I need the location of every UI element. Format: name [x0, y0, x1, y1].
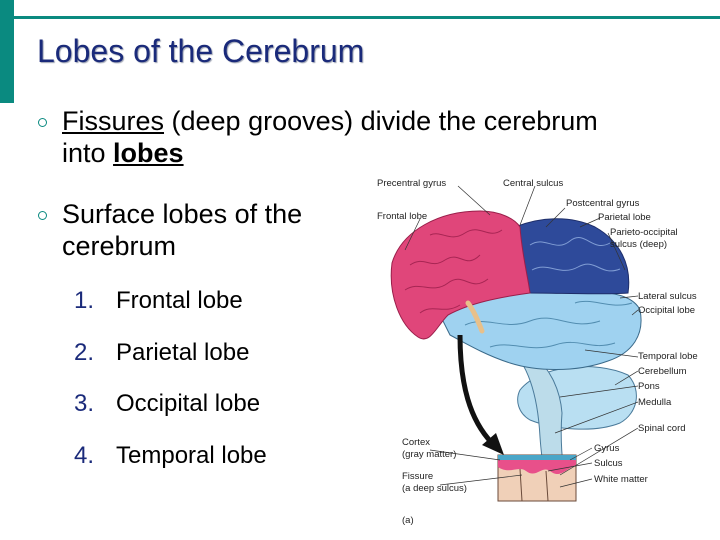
list-number: 4.: [74, 441, 95, 469]
label-frontal-lobe: Frontal lobe: [377, 211, 427, 222]
list-number: 1.: [74, 287, 95, 314]
frontal-gyri: [404, 229, 503, 314]
bullet-icon: [38, 118, 47, 127]
label-medulla: Medulla: [638, 397, 672, 408]
label-parieto-occipital-deep: sulcus (deep): [610, 239, 667, 250]
term-fissures: Fissures: [62, 106, 165, 136]
temporal-gyri: [464, 300, 633, 349]
label-temporal-lobe: Temporal lobe: [638, 351, 698, 362]
cortex-inset: [497, 454, 577, 502]
label-parieto-occipital: Parieto-occipital: [610, 227, 678, 238]
list-label: Parietal lobe: [116, 338, 250, 366]
accent-line: [14, 16, 720, 19]
label-precentral-gyrus: Precentral gyrus: [377, 178, 446, 189]
bullet-fissures: Fissures (deep grooves) divide the cereb…: [38, 105, 622, 169]
list-label: Frontal lobe: [116, 287, 243, 314]
accent-bar: [0, 0, 14, 103]
leader-lines: [404, 185, 639, 488]
label-deep-sulcus: (a deep sulcus): [402, 483, 467, 494]
list-item: 4. Temporal lobe: [74, 440, 267, 492]
bullet-text: Surface lobes of the cerebrum: [62, 199, 303, 261]
bullet-text: (deep grooves) divide the cerebrum into: [62, 106, 598, 168]
list-item: 1. Frontal lobe: [74, 285, 267, 337]
parietal-gyri: [529, 237, 621, 272]
lobe-list: 1. Frontal lobe 2. Parietal lobe 3. Occipit…: [74, 285, 267, 491]
label-parietal-lobe: Parietal lobe: [598, 212, 651, 223]
term-lobes: lobes: [113, 138, 184, 168]
brain-figure: Precentral gyrus Central sulcus Postcent…: [377, 178, 698, 526]
list-item: 2. Parietal lobe: [74, 337, 267, 389]
arrow-head: [482, 433, 504, 455]
label-white-matter: White matter: [594, 474, 648, 485]
bullet-surface-lobes: Surface lobes of the cerebrum: [38, 198, 362, 262]
label-postcentral-gyrus: Postcentral gyrus: [566, 198, 640, 209]
label-lateral-sulcus: Lateral sulcus: [638, 291, 697, 302]
list-label: Temporal lobe: [116, 441, 267, 469]
label-fissure: Fissure: [402, 471, 433, 482]
arrow-to-inset: [457, 334, 494, 445]
label-cortex: Cortex: [402, 437, 430, 448]
label-cerebellum: Cerebellum: [638, 366, 687, 377]
label-central-sulcus: Central sulcus: [503, 178, 563, 189]
label-gyrus: Gyrus: [594, 443, 620, 454]
frontal-shape: [390, 210, 531, 340]
list-number: 3.: [74, 390, 95, 417]
bullet-icon: [38, 211, 47, 220]
label-panel-a: (a): [402, 515, 414, 526]
label-spinal-cord: Spinal cord: [638, 423, 686, 434]
list-label: Occipital lobe: [116, 390, 261, 417]
label-sulcus: Sulcus: [594, 458, 623, 469]
list-item: 3. Occipital lobe: [74, 388, 267, 440]
label-gray-matter: (gray matter): [402, 449, 456, 460]
lateral-sulcus-mark: [465, 300, 485, 334]
label-pons: Pons: [638, 381, 660, 392]
slide-title: Lobes of the Cerebrum: [37, 33, 365, 69]
list-number: 2.: [74, 338, 95, 366]
label-occipital-lobe: Occipital lobe: [638, 305, 695, 316]
